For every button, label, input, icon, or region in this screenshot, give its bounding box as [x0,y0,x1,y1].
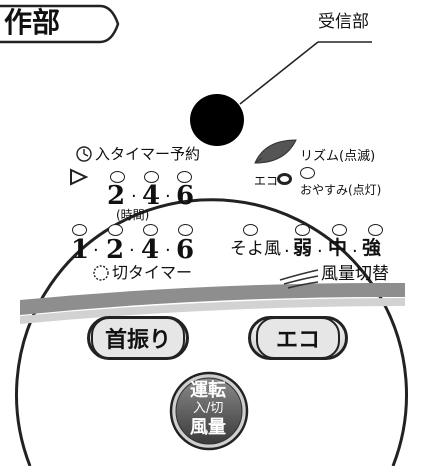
fan-label: 風量切替 [321,264,389,284]
eco-indicator [277,173,292,185]
fan-level-breeze: そよ風 [230,239,281,259]
swing-button[interactable]: 首振り [87,316,189,360]
on-timer-value-6: 6 [176,181,195,211]
separator-dot: · [131,186,137,207]
off-timer-value-2: 2 [106,235,125,265]
eco-button[interactable]: エコ [248,316,348,360]
power-button-label-onoff: 入/切 [193,401,224,416]
on-timer-value-2: 2 [107,181,126,211]
fan-level-low: 弱 [293,237,313,259]
off-timer-indicator-1 [72,224,87,236]
fan-indicator-low [295,224,310,236]
wind-icon [279,269,319,289]
header-title: 作部 [4,6,61,39]
separator-dot: · [352,241,358,262]
fan-level-mid: 中 [328,237,348,259]
separator-dot: · [317,241,323,262]
on-timer-label: 入タイマー予約 [95,145,201,163]
panel-stripe-light [20,298,405,324]
on-timer-indicator-4 [144,171,159,183]
leaf-icon [254,139,297,164]
separator-dot: · [93,240,99,261]
separator-dot: · [129,240,135,261]
power-button-label-fan: 風量 [190,417,226,438]
eco-button-label: エコ [255,317,340,359]
fan-indicator-high [368,224,383,236]
off-timer-indicator-6 [178,224,193,236]
on-timer-indicator-6 [177,171,192,183]
off-timer-indicator-4 [143,224,158,236]
separator-dot: · [165,186,171,207]
panel-outline [15,198,408,466]
off-timer-value-6: 6 [176,235,195,265]
off-timer-label: 切タイマー [112,263,193,282]
fan-level-high: 強 [362,237,382,259]
eco-indicator-label: エコ [254,174,279,188]
sleep-label: おやすみ(点灯) [300,183,382,197]
indicator-arrow-icon [70,168,89,186]
rhythm-indicator [300,167,315,179]
header-tab [0,4,120,44]
on-timer-unit: (時間) [116,208,150,222]
receiver-label: 受信部 [318,12,369,32]
off-timer-clock-icon [93,265,109,281]
separator-dot: · [165,240,171,261]
off-timer-value-1: 1 [71,235,90,265]
fan-indicator-breeze [243,224,258,236]
separator-dot: · [284,241,290,262]
rhythm-label: リズム(点滅) [300,149,376,164]
panel-stripe [20,282,405,315]
receiver-leader-line [239,41,319,105]
power-button-label-run: 運転 [190,380,226,401]
off-timer-value-4: 4 [141,235,160,265]
off-timer-indicator-2 [108,224,123,236]
fan-indicator-mid [332,224,347,236]
on-timer-indicator-2 [110,171,125,183]
swing-button-label: 首振り [90,317,185,359]
receiver-sensor [190,94,244,146]
on-timer-value-4: 4 [142,181,161,211]
on-timer-clock-icon [76,146,92,162]
